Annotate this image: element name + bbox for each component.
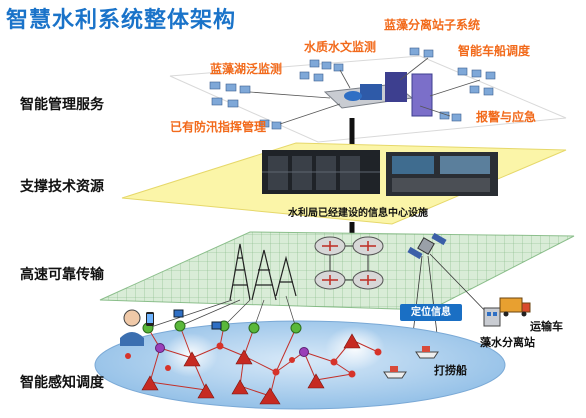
sensor-dot-icons [125, 342, 382, 378]
layer-label-sensing: 智能感知调度 [20, 375, 104, 391]
label-flood-command: 已有防汛指挥管理 [170, 120, 267, 134]
positioning-badge: 定位信息 [400, 304, 462, 321]
data-center-photo-left [262, 150, 380, 194]
layer-label-support: 支撑技术资源 [20, 179, 104, 195]
label-alarm-emergency: 报警与应急 [476, 110, 537, 124]
layer-label-transmission: 高速可靠传输 [20, 267, 104, 283]
transport-truck-icon [499, 297, 531, 317]
label-salvage-ship: 打捞船 [434, 364, 467, 377]
layer-label-management: 智能管理服务 [20, 97, 104, 113]
router-icons [314, 236, 384, 290]
salvage-ship-icons [383, 346, 439, 379]
sensor-network-links [147, 325, 379, 397]
algae-station-icon [483, 307, 501, 327]
sensor-node-icons [142, 309, 309, 357]
communication-tower-icons [229, 243, 297, 301]
label-transport-truck: 运输车 [530, 320, 563, 333]
satellite-icon [407, 232, 447, 260]
label-algae-bloom-monitoring: 蓝藻湖泛监测 [210, 62, 283, 76]
label-algae-water-station: 藻水分离站 [480, 336, 535, 349]
service-links [249, 57, 481, 125]
label-vehicle-ship-dispatch: 智能车船调度 [458, 44, 531, 58]
operator-icon [120, 309, 154, 346]
sensor-triangle-icons [141, 333, 361, 405]
diagram-title: 智慧水利系统整体架构 [6, 8, 237, 33]
label-water-quality-monitoring: 水质水文监测 [304, 40, 377, 54]
label-info-center: 水利局已经建设的信息中心设施 [288, 208, 428, 219]
workstation-icons [209, 47, 496, 130]
data-center-photo-right [386, 152, 498, 196]
label-algae-substation: 蓝藻分离站子系统 [384, 18, 481, 32]
central-server-icon [323, 72, 433, 117]
